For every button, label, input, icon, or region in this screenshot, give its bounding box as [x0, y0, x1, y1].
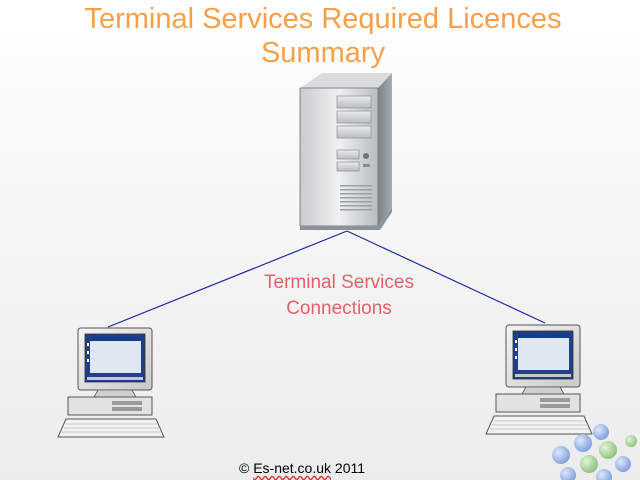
connection-label-line-1: Terminal Services	[264, 272, 414, 293]
server-tower-icon	[299, 73, 392, 230]
copyright-domain: Es-net.co.uk	[253, 460, 332, 476]
copyright-year: 2011	[331, 460, 366, 476]
slide-title-line-2: Summary	[260, 37, 386, 69]
decorative-bubbles-icon	[552, 424, 637, 480]
connection-line-left	[107, 230, 348, 328]
client-computer-left-icon	[57, 327, 165, 438]
connection-line-right	[346, 230, 546, 324]
client-computer-right-icon	[485, 324, 593, 435]
slide-title: Terminal Services Required Licences Summ…	[0, 2, 640, 70]
copyright-footer: © Es-net.co.uk 2011	[0, 460, 604, 476]
slide-title-line-1: Terminal Services Required Licences	[84, 3, 562, 35]
copyright-symbol: ©	[238, 460, 254, 476]
connection-label-line-2: Connections	[286, 298, 392, 319]
connection-label: Terminal Services Connections	[228, 270, 450, 322]
